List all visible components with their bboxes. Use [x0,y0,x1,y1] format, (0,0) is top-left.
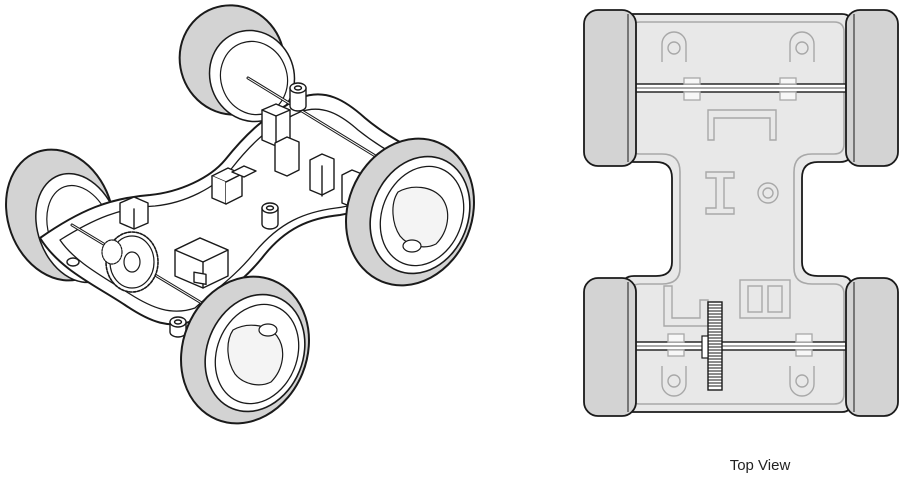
top-brackets [663,109,791,327]
iso-wheel-right-front [345,137,475,287]
top-tire-front-left [583,9,637,167]
top-tire-rear-right [845,277,899,417]
top-i-beam [705,171,735,215]
top-motor-box [739,279,791,319]
top-view [583,9,899,417]
top-chassis-plate [621,13,853,413]
top-center-hole [757,182,779,204]
top-tires [583,9,899,417]
iso-motor-mount [174,165,257,289]
top-rear-axle [633,341,847,351]
iso-gear [101,231,159,293]
top-axle-clips [667,77,813,357]
iso-wheel-left-front [180,275,310,425]
top-gear [701,301,723,391]
top-tire-rear-left [583,277,637,417]
iso-wheel-right-rear [178,4,296,123]
top-front-axle [633,83,847,93]
top-tire-front-right [845,9,899,167]
top-view-caption: Top View [729,457,791,474]
isometric-view [5,4,475,425]
top-l-bracket [663,285,709,327]
top-chassis-inner-line [629,21,845,405]
top-u-bracket [707,109,777,141]
top-mount-holes [661,31,815,397]
